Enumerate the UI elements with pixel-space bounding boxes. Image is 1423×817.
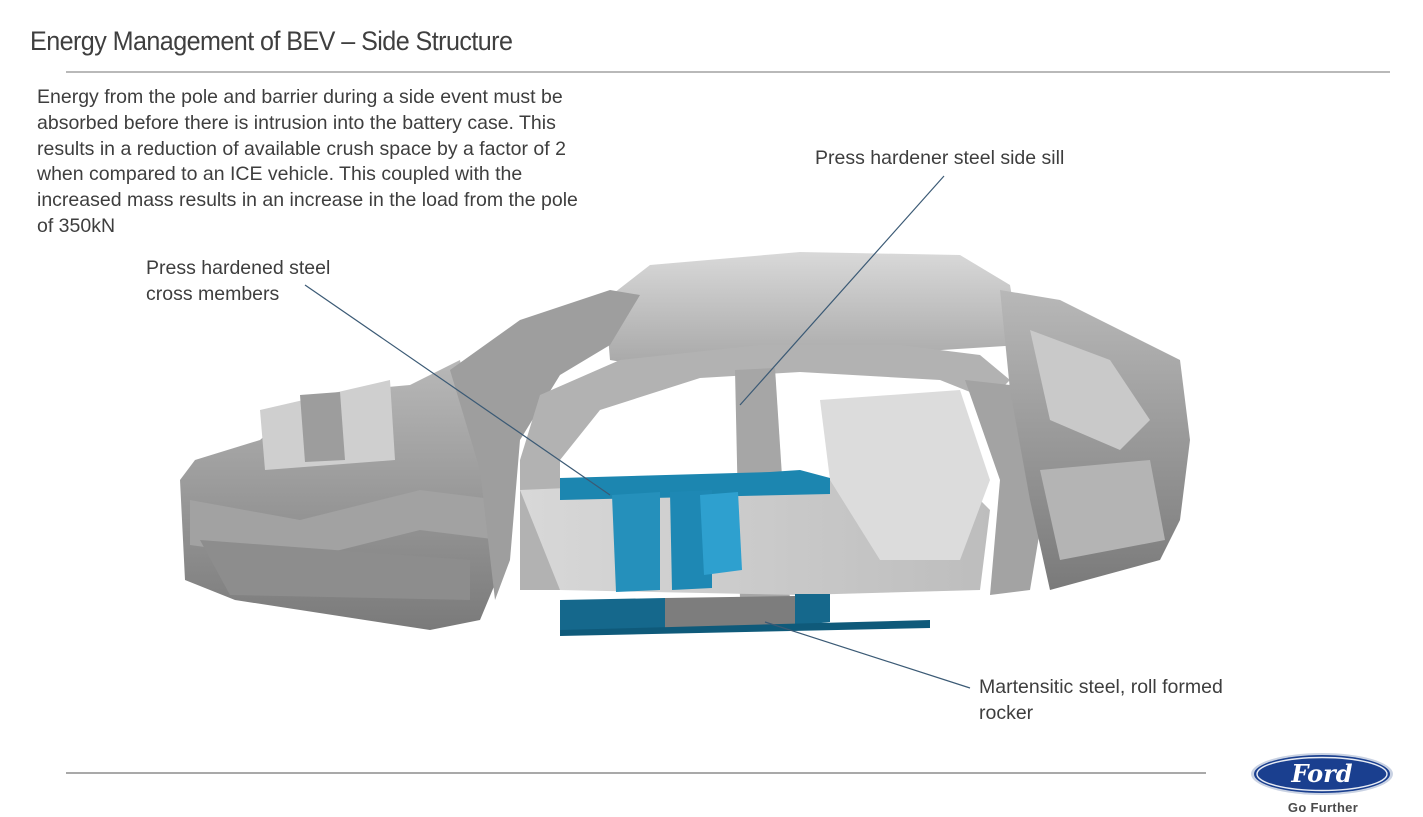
ford-logo: Ford xyxy=(1251,753,1393,795)
body-paragraph: Energy from the pole and barrier during … xyxy=(37,86,578,237)
roof-panel xyxy=(605,252,1020,365)
front-structure xyxy=(180,360,505,630)
rocker-rear xyxy=(795,594,830,626)
leader-line-rocker xyxy=(764,621,971,689)
leader-line-cross-members xyxy=(304,284,611,496)
cross-member-3 xyxy=(700,492,742,575)
ford-logo-text: Ford xyxy=(1290,759,1352,788)
callout-rocker: Martensitic steel, roll formed rocker xyxy=(979,676,1223,724)
cross-member-1 xyxy=(612,492,660,592)
highlighted-components xyxy=(560,470,930,636)
side-sill-upper xyxy=(560,470,830,500)
brand-tagline: Go Further xyxy=(1287,800,1359,815)
rocker-mid xyxy=(665,596,795,630)
leader-line-side-sill xyxy=(739,175,945,406)
rear-structure xyxy=(820,290,1190,590)
callout-cross-members: Press hardened steel cross members xyxy=(146,257,331,305)
callout-side-sill: Press hardener steel side sill xyxy=(815,147,1065,169)
footer-divider xyxy=(66,772,1206,774)
rocker-front xyxy=(560,598,665,632)
title-divider xyxy=(66,71,1390,73)
slide-title: Energy Management of BEV – Side Structur… xyxy=(30,26,513,56)
